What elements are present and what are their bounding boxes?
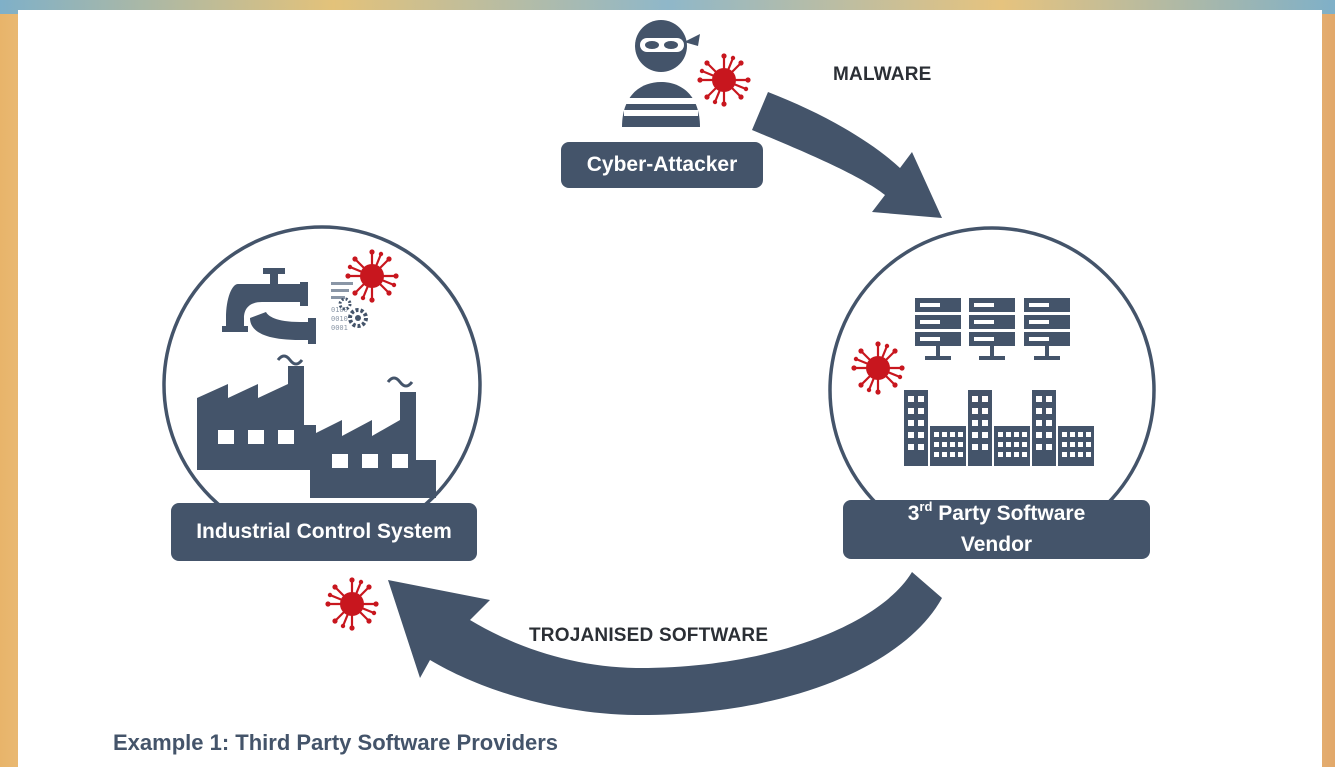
attacker-label-box: Cyber-Attacker — [561, 142, 763, 188]
ics-label: Industrial Control System — [196, 519, 452, 543]
ics-label-box: Industrial Control System — [171, 503, 477, 561]
svg-text:0001: 0001 — [331, 324, 348, 332]
gear-code-icon: 0100 0010 0001 — [331, 282, 368, 332]
virus-icon — [344, 248, 400, 304]
virus-icon — [850, 340, 906, 396]
factory-icon — [197, 354, 436, 498]
trojan-arrow — [388, 572, 942, 715]
attacker-label: Cyber-Attacker — [586, 152, 738, 176]
svg-text:0100: 0100 — [331, 306, 348, 314]
server-rack-icon — [915, 298, 1070, 360]
virus-icon — [324, 576, 380, 632]
vendor-label-box: 3rd Party Software Vendor — [843, 499, 1150, 559]
virus-icon — [696, 52, 752, 108]
vendor-label-line2: Vendor — [960, 532, 1033, 556]
vendor-label-line1: 3rd Party Software — [907, 499, 1086, 526]
malware-arrow — [752, 92, 942, 218]
malware-label: MALWARE — [833, 64, 932, 85]
trojan-label: TROJANISED SOFTWARE — [529, 625, 769, 646]
figure-caption: Example 1: Third Party Software Provider… — [113, 730, 559, 755]
pipe-valve-icon — [222, 268, 316, 344]
attacker-icon — [622, 20, 700, 127]
svg-text:0010: 0010 — [331, 315, 348, 323]
